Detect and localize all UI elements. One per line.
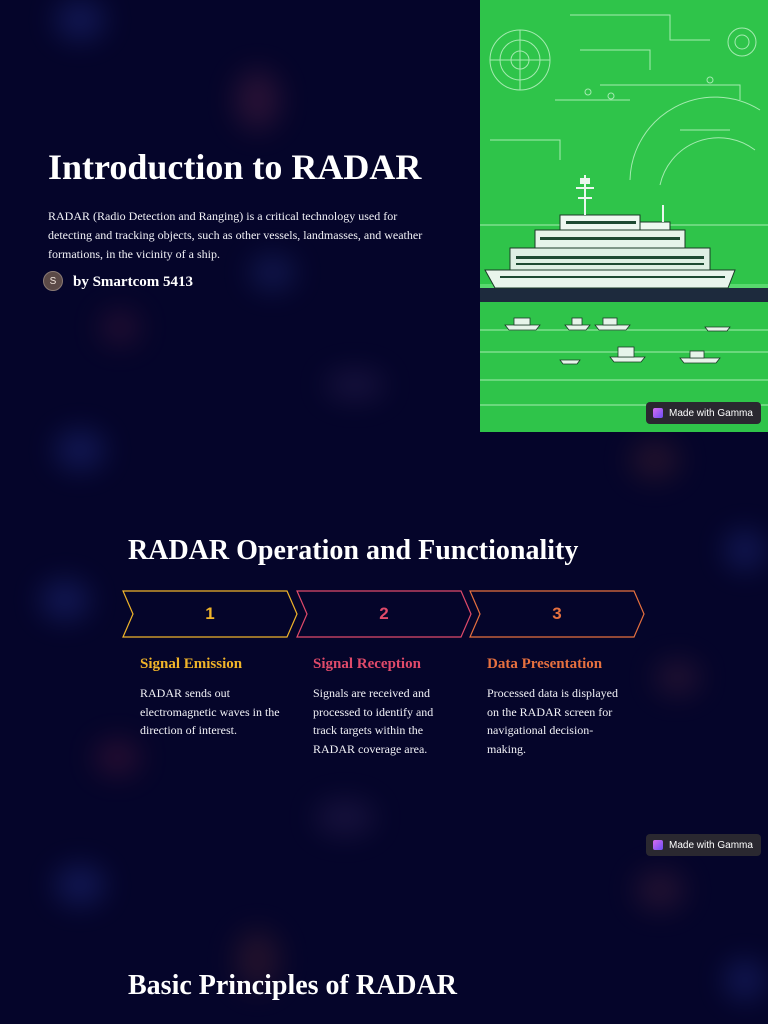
background-glow <box>655 660 700 695</box>
background-glow <box>55 430 105 470</box>
step-3-description: Processed data is displayed on the RADAR… <box>487 686 618 756</box>
background-glow <box>635 870 685 910</box>
background-glow <box>235 70 280 130</box>
background-glow <box>725 530 765 570</box>
ship-radar-illustration <box>480 0 768 432</box>
background-glow <box>630 440 680 480</box>
slide-operation-functionality: RADAR Operation and Functionality 1 2 3 … <box>0 432 768 864</box>
made-with-gamma-badge[interactable]: Made with Gamma <box>646 834 761 856</box>
step-2-description: Signals are received and processed to id… <box>313 686 434 756</box>
background-glow <box>95 740 140 775</box>
background-glow <box>725 960 765 1000</box>
hero-ship-image: Made with Gamma <box>480 0 768 432</box>
gamma-logo-icon <box>653 408 663 418</box>
slide-title: Introduction to RADAR <box>48 147 422 187</box>
step-1-title: Signal Emission <box>140 656 243 672</box>
step-2-chevron: 2 <box>296 590 472 638</box>
background-glow <box>40 580 90 620</box>
badge-label: Made with Gamma <box>669 839 753 851</box>
background-glow <box>100 310 140 345</box>
step-1-chevron: 1 <box>122 590 298 638</box>
made-with-gamma-badge[interactable]: Made with Gamma <box>646 402 761 424</box>
step-3-title: Data Presentation <box>487 656 603 672</box>
slide-title: RADAR Operation and Functionality <box>128 535 579 566</box>
step-2-title: Signal Reception <box>313 656 421 672</box>
author-byline: S by Smartcom 5413 <box>43 271 193 291</box>
background-glow <box>55 0 105 40</box>
slide-description: RADAR (Radio Detection and Ranging) is a… <box>48 209 423 261</box>
step-3-chevron: 3 <box>469 590 645 638</box>
step-1-description: RADAR sends out electromagnetic waves in… <box>140 686 280 737</box>
slide-introduction: Introduction to RADAR RADAR (Radio Detec… <box>0 0 768 432</box>
step-number: 1 <box>205 604 215 623</box>
step-number: 3 <box>552 604 562 623</box>
slide-basic-principles: Basic Principles of RADAR <box>0 864 768 1024</box>
slide-title: Basic Principles of RADAR <box>128 970 457 1001</box>
badge-label: Made with Gamma <box>669 407 753 419</box>
background-glow <box>55 865 105 905</box>
step-number: 2 <box>379 604 389 623</box>
author-name: by Smartcom 5413 <box>73 274 193 290</box>
avatar: S <box>43 271 63 291</box>
background-glow <box>250 255 295 290</box>
background-glow <box>235 930 280 990</box>
gamma-logo-icon <box>653 840 663 850</box>
background-glow <box>315 800 375 835</box>
background-glow <box>325 370 385 400</box>
